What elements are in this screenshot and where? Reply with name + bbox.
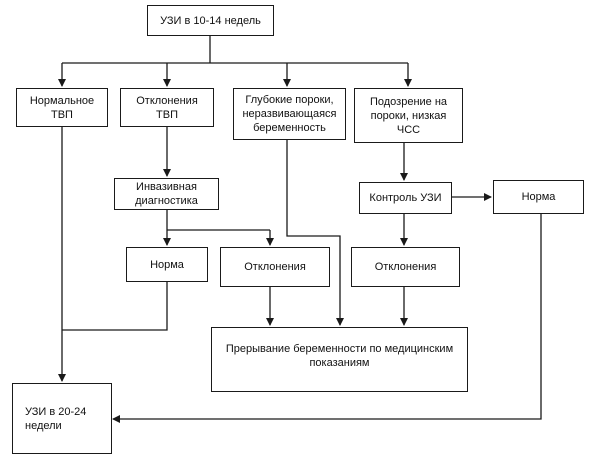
node-norm-right: Норма <box>493 180 584 214</box>
edge-deep-defects-to-termination <box>286 140 344 326</box>
node-deviation-mid: Отклонения <box>220 247 330 287</box>
node-invasive: Инвазивная диагностика <box>114 178 219 210</box>
node-deviation-right: Отклонения <box>351 247 460 287</box>
node-norm-mid: Норма <box>126 247 208 282</box>
node-start: УЗИ в 10-14 недель <box>147 5 274 36</box>
node-normal-tvp: Нормальное ТВП <box>16 88 108 127</box>
node-tvp-deviation: Отклонения ТВП <box>120 88 214 127</box>
node-ultrasound-control: Контроль УЗИ <box>359 182 452 214</box>
edge-norm-right-to-us <box>112 214 542 423</box>
node-suspected-defects: Подозрение на пороки, низкая ЧСС <box>354 88 463 143</box>
node-termination: Прерывание беременности по медицинским п… <box>211 327 468 392</box>
node-deep-defects: Глубокие пороки, неразвивающаяся беремен… <box>233 88 346 140</box>
node-us-20-24: УЗИ в 20-24 недели <box>12 383 112 454</box>
edge-norm-mid-to-us <box>62 282 168 331</box>
